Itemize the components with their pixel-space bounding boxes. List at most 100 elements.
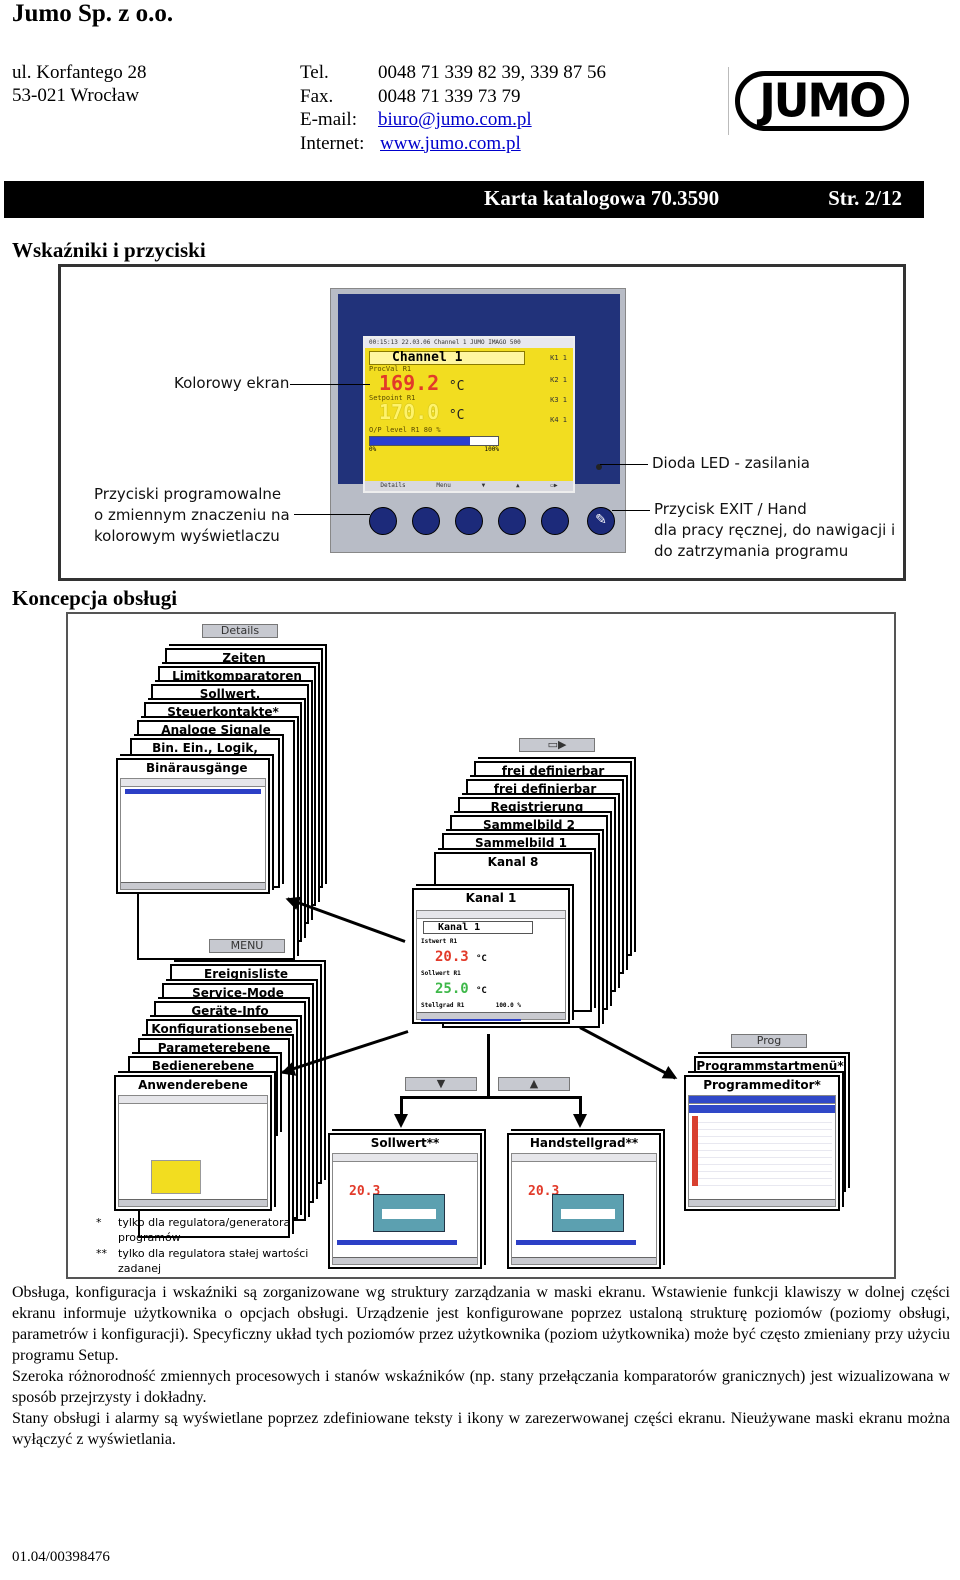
lcd-status-line: 00:15:13 22.03.06 Channel 1 JUMO IMAGO 5… bbox=[365, 338, 573, 348]
menu-card-label: Parameterebene bbox=[157, 1041, 271, 1055]
connector-vertical bbox=[487, 1034, 490, 1098]
right-card-label: Sammelbild 2 bbox=[483, 818, 575, 832]
arrowhead-handstellgrad bbox=[573, 1114, 587, 1128]
details-card-label: Analoge Signale bbox=[161, 723, 271, 737]
lcd-procval-label: ProcVal R1 bbox=[369, 365, 412, 373]
sollwert-mini-lcd: 20.3 bbox=[332, 1153, 478, 1265]
page-number: Str. 2/12 bbox=[828, 186, 902, 210]
lcd-output-fill bbox=[370, 437, 470, 445]
concept-figure-frame bbox=[66, 612, 896, 1279]
softkey-button-1[interactable] bbox=[369, 507, 397, 535]
email-label: E-mail: bbox=[300, 109, 357, 130]
menu-card-label: Konfigurationsebene bbox=[151, 1022, 293, 1036]
contact-block: Tel.0048 71 339 82 39, 339 87 56 Fax.004… bbox=[300, 61, 606, 155]
footer-doc-code: 01.04/00398476 bbox=[12, 1549, 110, 1565]
right-card-label: Registrierung bbox=[490, 800, 584, 814]
menu-card-7: Anwenderebene bbox=[114, 1075, 272, 1211]
logo-area: JUMO bbox=[728, 67, 910, 135]
details-mini-screen bbox=[120, 778, 266, 890]
lcd-output-bar bbox=[369, 436, 499, 446]
details-card-label: Binärausgänge bbox=[146, 761, 248, 775]
softkey-button-5[interactable] bbox=[541, 507, 569, 535]
softkey-label-5: ▭▶ bbox=[550, 482, 558, 489]
handstellgrad-mini-lcd: 20.3 bbox=[511, 1153, 657, 1265]
label-exit-line1: Przycisk EXIT / Hand bbox=[654, 500, 807, 518]
company-name: Jumo Sp. z o.o. bbox=[12, 0, 174, 27]
lcd-unit-2: °C bbox=[448, 408, 465, 423]
email-link[interactable]: biuro@jumo.com.pl bbox=[378, 109, 532, 130]
menu-card-label: Service-Mode bbox=[192, 986, 284, 1000]
tel-value: 0048 71 339 82 39, 339 87 56 bbox=[378, 62, 606, 83]
footnote-1-mark: * bbox=[96, 1216, 102, 1229]
relay-2: K2 1 bbox=[550, 376, 567, 384]
menu-card-label: Bedienerebene bbox=[151, 1059, 255, 1073]
center-lcd-istwert-label: Istwert R1 bbox=[421, 938, 458, 945]
address: ul. Korfantego 28 53-021 Wrocław bbox=[12, 61, 147, 107]
arrowhead-sollwert bbox=[394, 1114, 408, 1128]
section-heading-indicators: Wskaźniki i przyciski bbox=[12, 238, 206, 262]
softkey-button-4[interactable] bbox=[498, 507, 526, 535]
logo-text: JUMO bbox=[759, 74, 886, 128]
softkey-label-4: ▲ bbox=[516, 482, 520, 489]
paragraph-2: Szeroka różnorodność zmiennych procesowy… bbox=[12, 1368, 950, 1406]
tab-prog: Prog bbox=[731, 1034, 807, 1048]
leader-line-screen bbox=[290, 384, 370, 385]
tab-menu: MENU bbox=[209, 939, 285, 953]
label-softkeys-line3: kolorowym wyświetlaczu bbox=[94, 527, 280, 545]
label-led: Dioda LED - zasilania bbox=[652, 454, 810, 472]
softkey-label-3: ▼ bbox=[481, 482, 486, 489]
softkey-button-3[interactable] bbox=[455, 507, 483, 535]
internet-label: Internet: bbox=[300, 132, 365, 154]
fax-label: Fax. bbox=[300, 85, 334, 107]
address-city: 53-021 Wrocław bbox=[12, 85, 140, 106]
footnote-1-line1: tylko dla regulatora/generatora bbox=[118, 1216, 291, 1229]
softkey-button-2[interactable] bbox=[412, 507, 440, 535]
label-exit-line3: do zatrzymania programu bbox=[654, 542, 849, 560]
footnote-2: **tylko dla regulatora stałej wartości z… bbox=[96, 1246, 308, 1276]
center-lcd-sollwert: 25.0 bbox=[435, 981, 469, 997]
menu-card-label: Anwenderebene bbox=[138, 1078, 248, 1092]
lcd-scale-min: 0% bbox=[369, 446, 377, 453]
handstellgrad-mini-value: 20.3 bbox=[528, 1184, 560, 1199]
sollwert-dialog bbox=[373, 1194, 445, 1232]
details-card-7: Binärausgänge bbox=[116, 758, 270, 894]
menu-mini-yellow-panel bbox=[151, 1160, 201, 1194]
details-card-label: Zeiten bbox=[222, 651, 266, 665]
center-mini-lcd: Kanal 1 Istwert R1 20.3 °C Sollwert R1 2… bbox=[416, 910, 566, 1021]
center-lcd-istwert: 20.3 bbox=[435, 949, 469, 965]
fax-value: 0048 71 339 73 79 bbox=[378, 85, 521, 107]
relay-3: K3 1 bbox=[550, 396, 567, 404]
device-lcd: 00:15:13 22.03.06 Channel 1 JUMO IMAGO 5… bbox=[363, 336, 575, 493]
menu-card-label: Geräte-Info bbox=[191, 1004, 269, 1018]
tab-right: ▭▶ bbox=[519, 738, 595, 752]
footnote-2-line2: zadanej bbox=[118, 1262, 162, 1275]
sollwert-title: Sollwert** bbox=[370, 1136, 440, 1150]
sollwert-screen: Sollwert** 20.3 bbox=[328, 1133, 482, 1269]
menu-mini-screen bbox=[118, 1095, 268, 1207]
exit-hand-button[interactable]: ✎ bbox=[587, 507, 615, 535]
center-lcd-stell-label: Stellgrad R1 bbox=[421, 1002, 465, 1009]
tab-down: ▼ bbox=[405, 1077, 477, 1091]
footnote-1-line2: programów bbox=[118, 1231, 181, 1244]
lcd-setpoint-label: Setpoint R1 bbox=[369, 394, 416, 402]
footnote-2-mark: ** bbox=[96, 1247, 107, 1260]
handstellgrad-title: Handstellgrad** bbox=[529, 1136, 639, 1150]
prog-card-label: Programmstartmenü* bbox=[696, 1059, 844, 1073]
center-lcd-unit-2: °C bbox=[475, 986, 487, 996]
label-softkeys-line2: o zmiennym znaczeniu na bbox=[94, 506, 290, 524]
label-exit-line2: dla pracy ręcznej, do nawigacji i bbox=[654, 521, 896, 539]
prog-card-label: Programmeditor* bbox=[703, 1078, 821, 1092]
lcd-procval: 169.2 bbox=[379, 371, 440, 395]
paragraph-1: Obsługa, konfiguracja i wskaźniki są zor… bbox=[12, 1284, 950, 1364]
prog-table-rows bbox=[692, 1116, 832, 1186]
footnote-1: * tylko dla regulatora/generatora program… bbox=[96, 1215, 290, 1245]
softkey-label-2: Menu bbox=[436, 482, 451, 489]
relay-4: K4 1 bbox=[550, 416, 567, 424]
device-figure-frame bbox=[58, 264, 906, 581]
label-exit: Przycisk EXIT / Hand dla pracy ręcznej, … bbox=[654, 499, 895, 562]
website-link[interactable]: www.jumo.com.pl bbox=[380, 132, 521, 154]
prog-card-2: Programmeditor* bbox=[684, 1075, 840, 1211]
address-street: ul. Korfantego 28 bbox=[12, 62, 147, 83]
power-led bbox=[596, 464, 602, 470]
prog-mini-table bbox=[688, 1095, 836, 1207]
